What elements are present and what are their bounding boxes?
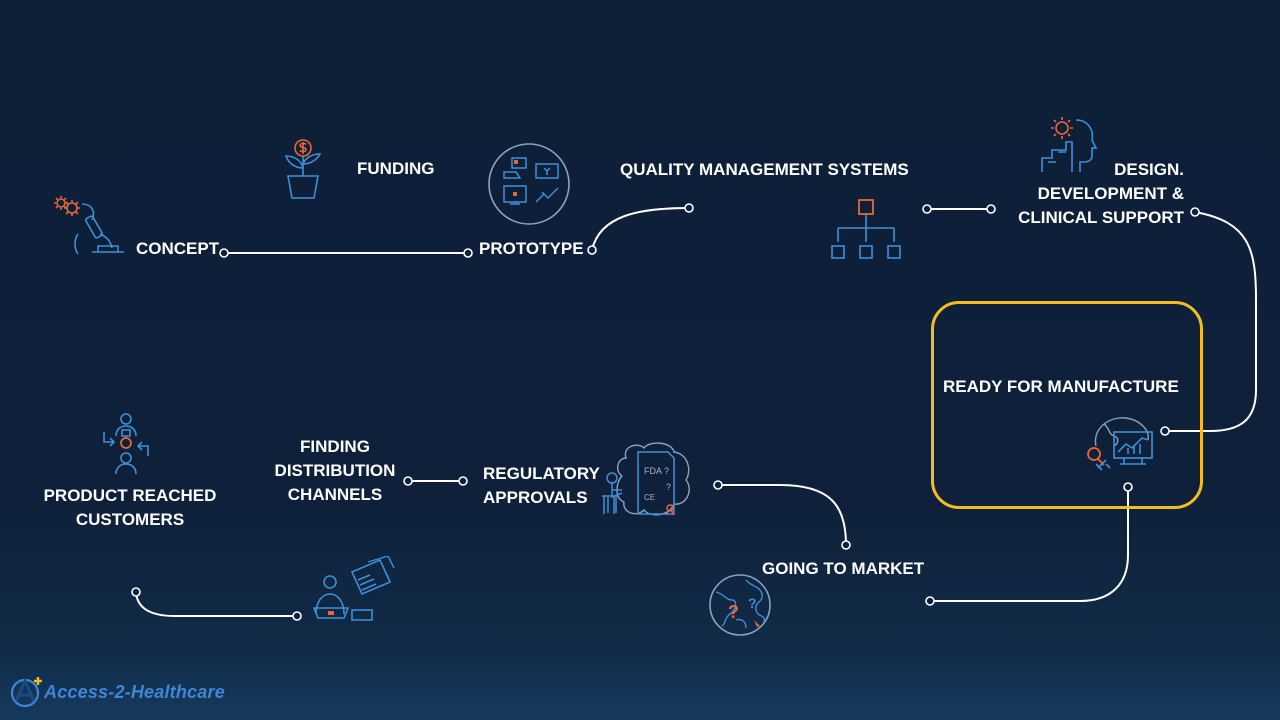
node-dot (986, 204, 996, 214)
connector-market-regulatory (718, 484, 847, 546)
stage-going-to-market: GOING TO MARKET (762, 559, 925, 578)
node-dot (684, 203, 694, 213)
ce-mark: CE (644, 493, 655, 502)
stage-distribution-line-3: CHANNELS (287, 485, 383, 504)
node-dot (219, 248, 229, 258)
stage-customers-line-2: CUSTOMERS (75, 510, 185, 529)
node-dot (458, 476, 468, 486)
stage-product-reached-customers: PRODUCT REACHED CUSTOMERS (40, 484, 220, 532)
logo-text: Access-2-Healthcare (44, 681, 225, 702)
node-dot (131, 587, 141, 597)
manufacturing-analytics-icon (1087, 417, 1153, 471)
stage-distribution-line-2: DISTRIBUTION (274, 461, 396, 480)
customer-exchange-icon (103, 413, 149, 475)
document-question-mark: ? (666, 482, 671, 492)
money-plant-icon (284, 139, 322, 199)
question-mark-blue: ? (748, 595, 757, 611)
stage-design-development: DESIGN. DEVELOPMENT & CLINICAL SUPPORT (1004, 158, 1184, 230)
node-dot (713, 480, 723, 490)
node-dot (463, 248, 473, 258)
stage-quality-management-systems: QUALITY MANAGEMENT SYSTEMS (620, 160, 909, 179)
fda-label: FDA (644, 466, 662, 476)
question-mark-orange: ? (728, 602, 739, 622)
microscope-gears-icon (54, 196, 124, 255)
company-logo: Access-2-Healthcare (8, 675, 225, 709)
stage-prototype: PROTOTYPE (479, 239, 584, 258)
stage-distribution-line-1: FINDING (300, 437, 370, 456)
node-dot (841, 540, 851, 550)
stage-regulatory-line-1: REGULATORY (483, 464, 600, 483)
node-dot (1190, 207, 1200, 217)
stage-finding-distribution-channels: FINDING DISTRIBUTION CHANNELS (262, 435, 408, 507)
connector-prototype-qms (591, 207, 690, 251)
stage-regulatory-line-2: APPROVALS (483, 488, 588, 507)
node-dot (922, 204, 932, 214)
stage-design-line-2: DEVELOPMENT & (1037, 184, 1184, 203)
node-dot (292, 611, 302, 621)
regulatory-document-icon: FDA ? ? CE (602, 442, 690, 516)
stage-customers-line-1: PRODUCT REACHED (43, 486, 217, 505)
node-dot (403, 476, 413, 486)
hierarchy-icon (831, 199, 901, 259)
head-gear-icon (1041, 117, 1098, 172)
node-dot (925, 596, 935, 606)
connector-distribution-customers (135, 591, 297, 617)
node-dot (1123, 482, 1133, 492)
stage-concept: CONCEPT (136, 239, 220, 258)
stage-funding: FUNDING (357, 159, 435, 178)
medical-devices-icon (488, 143, 570, 225)
globe-question-icon: ? ? (709, 574, 771, 636)
stage-ready-for-manufacture: READY FOR MANUFACTURE (943, 377, 1179, 396)
fda-question-mark: ? (664, 466, 669, 476)
connector-design-ready (1165, 211, 1257, 432)
logo-mark-icon (10, 677, 42, 708)
ready-for-manufacture-highlight (931, 301, 1203, 509)
stage-regulatory-approvals: REGULATORY APPROVALS (483, 462, 600, 510)
node-dot (587, 245, 597, 255)
footer-band (0, 658, 1280, 720)
node-dot (1160, 426, 1170, 436)
stage-design-line-1: DESIGN. (1114, 160, 1184, 179)
connector-ready-market (930, 487, 1129, 602)
person-laptop-documents-icon (312, 556, 395, 621)
stage-design-line-3: CLINICAL SUPPORT (1018, 208, 1184, 227)
